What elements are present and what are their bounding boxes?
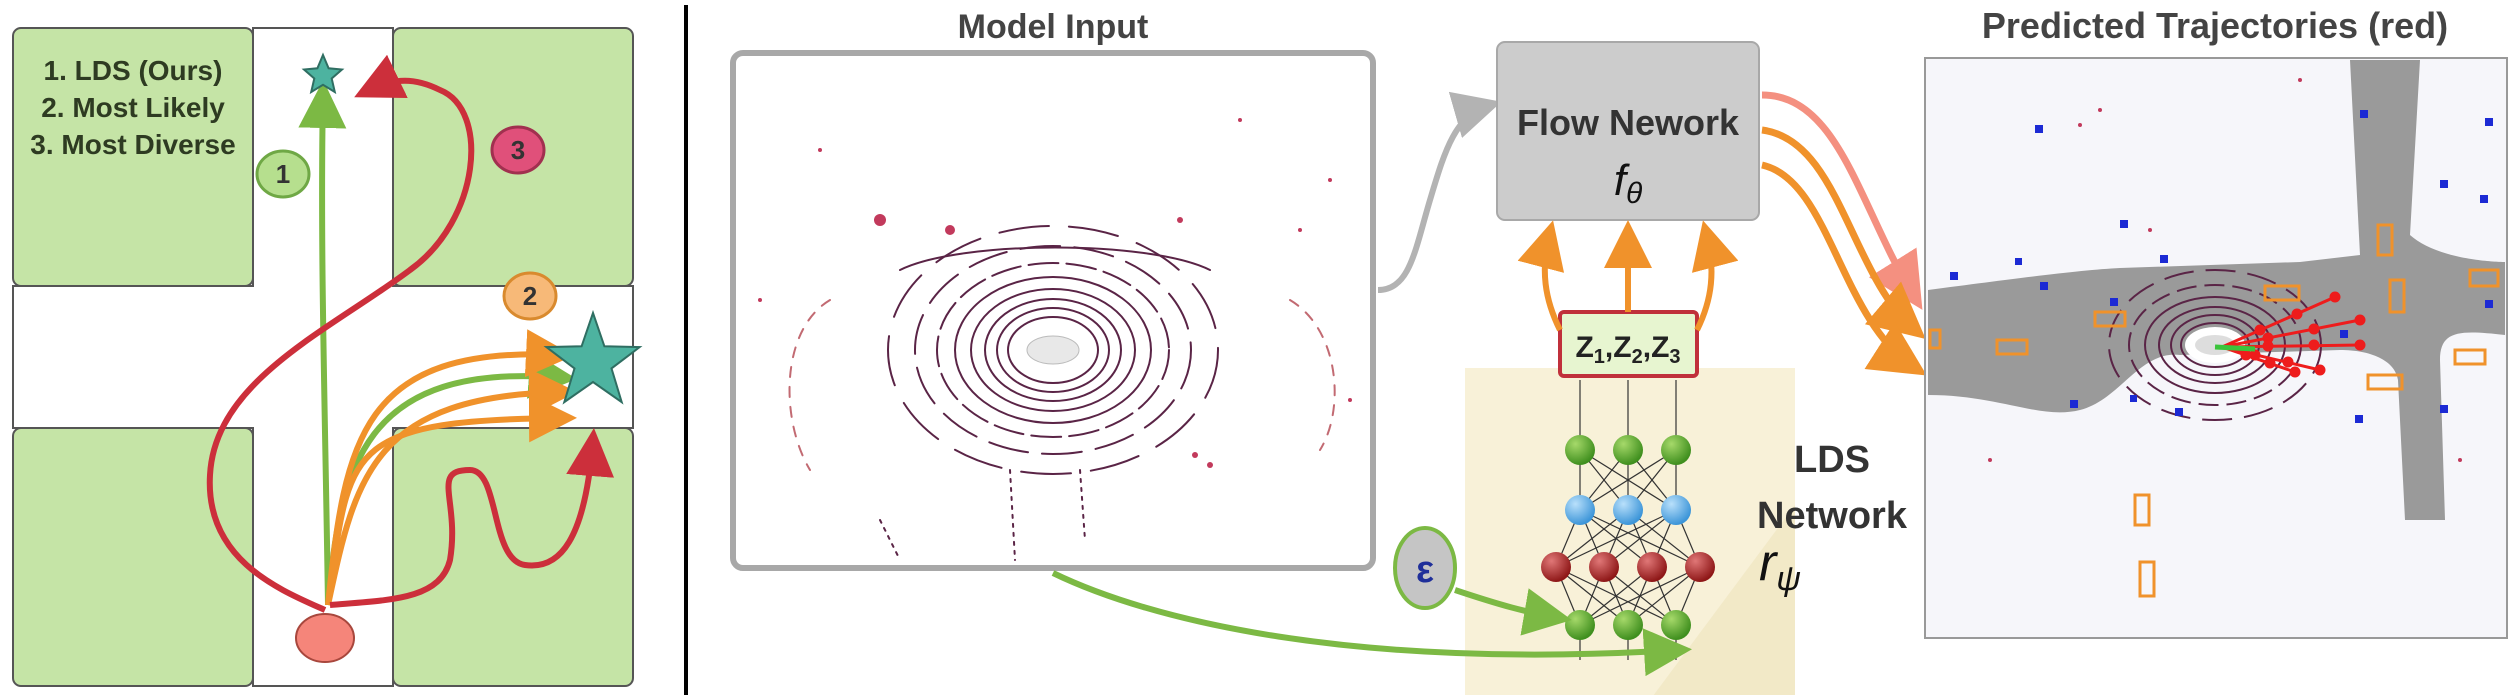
- lds-network-title-2: Network: [1757, 495, 1908, 537]
- arrow-input-to-flow: [1377, 91, 1502, 293]
- flow-network-title: Flow Nework: [1517, 102, 1740, 143]
- grass-bottom-left: [12, 427, 254, 687]
- arrow-flow-to-output-1: [1761, 91, 1923, 310]
- svg-text:2: 2: [523, 281, 537, 311]
- badge-most-likely: 2: [502, 271, 558, 321]
- noise-node: [1393, 526, 1457, 610]
- lds-network-shadow: [1653, 505, 1795, 695]
- prediction-title: Predicted Trajectories (red): [1982, 5, 2448, 46]
- lidar-ego-vehicle: [1026, 335, 1080, 365]
- legend-line-2: 2. Most Likely: [41, 92, 225, 123]
- model-input-box: [730, 50, 1376, 571]
- trajectory-likely-3: [325, 394, 577, 606]
- prediction-map: [1928, 60, 2505, 598]
- svg-text:3: 3: [511, 135, 525, 165]
- trajectory-likely-2: [325, 368, 577, 606]
- agent-start: [295, 613, 355, 663]
- badge-lds: 1: [255, 149, 311, 199]
- ground-truth-trajectory: [2214, 344, 2256, 352]
- legend-line-3: 3. Most Diverse: [30, 129, 235, 160]
- noise-symbol: ε: [1416, 549, 1434, 591]
- intersection-diagram: 1. LDS (Ours) 2. Most Likely 3. Most Div…: [12, 27, 643, 687]
- legend-line-1: 1. LDS (Ours): [44, 55, 223, 86]
- goal-star-top-icon: [301, 52, 345, 95]
- latent-label: Z1,Z2,Z3: [1575, 331, 1680, 368]
- svg-text:1: 1: [276, 159, 290, 189]
- arrow-input-to-mlp: [1051, 570, 1692, 677]
- lidar-scan: [788, 225, 1336, 561]
- lds-network-title-1: LDS: [1794, 439, 1870, 481]
- badge-most-diverse: 3: [490, 125, 546, 175]
- lidar-scatter: [758, 118, 1352, 468]
- arrow-latent-to-flow-1: [1517, 220, 1565, 332]
- arrow-noise-to-mlp: [1454, 587, 1572, 636]
- arrow-latent-to-flow-3: [1691, 220, 1739, 332]
- arrow-flow-to-output-2: [1761, 126, 1926, 340]
- predicted-trajectories: [2221, 291, 2366, 378]
- trajectory-diverse-up: [206, 54, 475, 613]
- model-input-title: Model Input: [958, 8, 1149, 46]
- arrow-flow-to-output-3: [1761, 161, 1927, 376]
- goal-star-right-icon: [543, 309, 643, 405]
- lds-network-symbol: rψ: [1759, 534, 1801, 598]
- trajectory-diverse-right: [329, 428, 615, 608]
